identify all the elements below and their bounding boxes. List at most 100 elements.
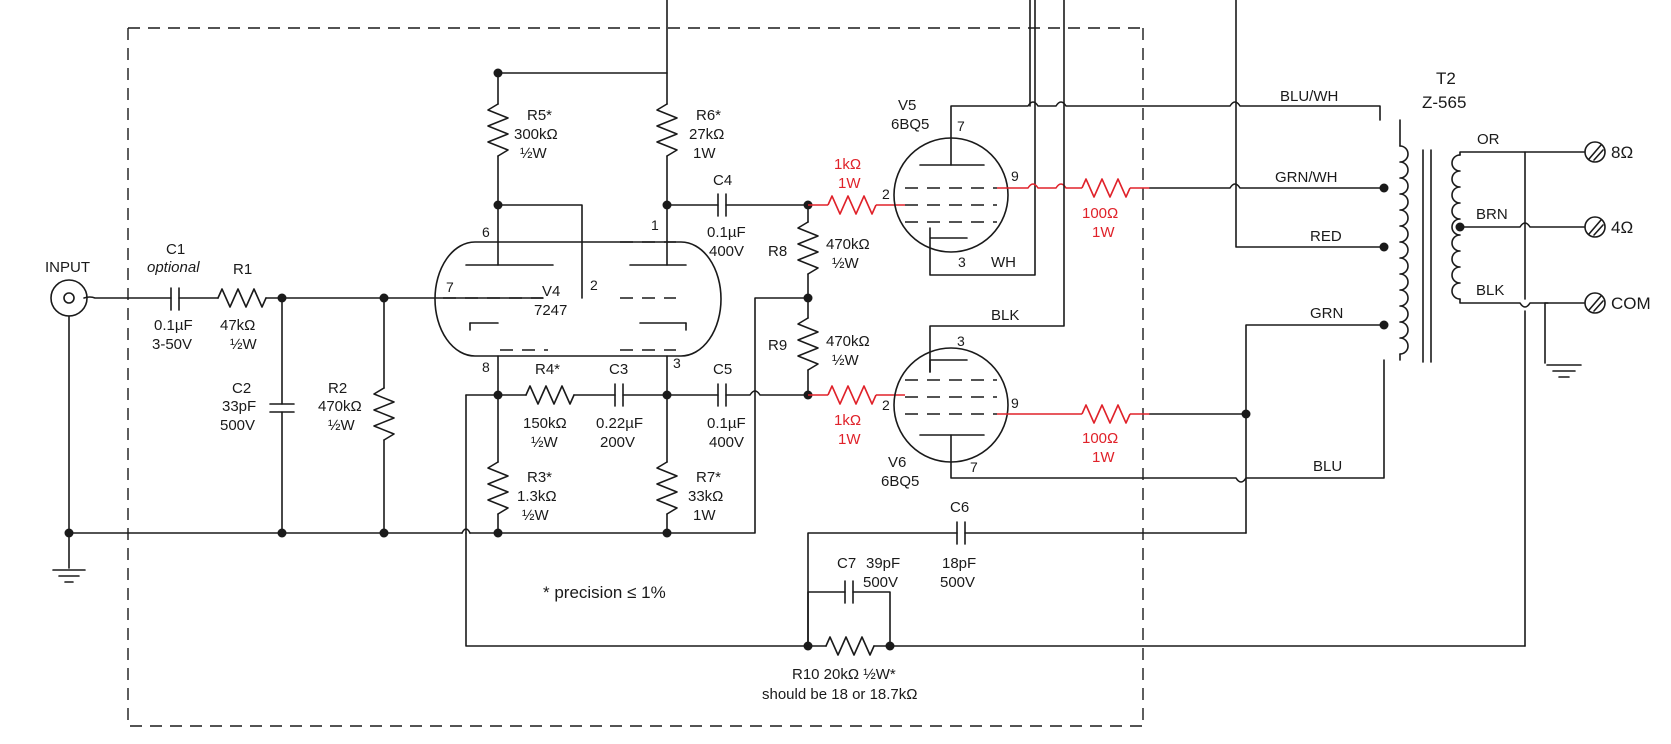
label-screen-res-top: 100Ω	[1082, 205, 1118, 222]
label-r7-value: 33kΩ	[688, 488, 723, 505]
tube-v4-envelope	[434, 241, 722, 357]
label-r1-watt: ½W	[230, 336, 258, 353]
capacitor-c6	[956, 521, 966, 545]
terminal-label-8-ohm: 8Ω	[1611, 143, 1633, 162]
label-c1-voltage: 3-50V	[152, 336, 192, 353]
label-grid-stopper-bottom-watt: 1W	[838, 431, 861, 448]
resistor-r9	[797, 317, 819, 371]
label-c7-value: 39pF	[866, 555, 900, 572]
label-v4: V4	[542, 283, 560, 300]
label-c3-voltage: 200V	[600, 434, 635, 451]
label-r6-watt: 1W	[693, 145, 716, 162]
label-v4-type: 7247	[534, 302, 567, 319]
resistor-r1	[217, 288, 267, 308]
resistor-r6	[656, 103, 678, 157]
resistor-screen-top	[1081, 178, 1131, 198]
label-screen-res-top-watt: 1W	[1092, 224, 1115, 241]
terminal-label-4-ohm: 4Ω	[1611, 218, 1633, 237]
label-r2: R2	[328, 380, 347, 397]
label-c5-value: 0.1µF	[707, 415, 746, 432]
label-r2-watt: ½W	[328, 417, 356, 434]
label-r7-watt: 1W	[693, 507, 716, 524]
label-v6-type: 6BQ5	[881, 473, 919, 490]
label-r5-value: 300kΩ	[514, 126, 558, 143]
label-c7-voltage: 500V	[863, 574, 898, 591]
wire-label-or: OR	[1477, 131, 1500, 148]
label-r3-value: 1.3kΩ	[517, 488, 557, 505]
label-grid-stopper-top: 1kΩ	[834, 156, 861, 173]
pin-v4-7: 7	[446, 279, 454, 295]
precision-note: * precision ≤ 1%	[543, 583, 666, 602]
resistor-r7	[656, 461, 678, 515]
label-r9: R9	[768, 337, 787, 354]
pin-v4-8: 8	[482, 359, 490, 375]
label-grid-stopper-bottom: 1kΩ	[834, 412, 861, 429]
pin-v4-2: 2	[590, 277, 598, 293]
label-r4-watt: ½W	[531, 434, 559, 451]
capacitor-c5	[717, 383, 727, 407]
label-c2: C2	[232, 380, 251, 397]
t2-primary-winding	[1399, 145, 1409, 355]
pin-v6-3: 3	[957, 333, 965, 349]
wire-label-wh: WH	[991, 254, 1016, 271]
label-c3-value: 0.22µF	[596, 415, 643, 432]
resistor-r2	[373, 387, 395, 441]
label-c1: C1	[166, 241, 185, 258]
pin-v5-2: 2	[882, 186, 890, 202]
input-jack	[50, 279, 88, 317]
label-t2: T2	[1436, 69, 1456, 88]
capacitor-c3	[614, 383, 624, 407]
resistor-grid-stopper-top	[827, 195, 877, 215]
pin-v5-3: 3	[958, 254, 966, 270]
resistor-r8	[797, 221, 819, 275]
pin-v4-1: 1	[651, 217, 659, 233]
label-r1-value: 47kΩ	[220, 317, 255, 334]
pin-v6-2: 2	[882, 397, 890, 413]
board-outline	[127, 27, 1144, 727]
resistor-r4	[525, 385, 575, 405]
label-r3: R3*	[527, 469, 552, 486]
label-screen-res-bottom: 100Ω	[1082, 430, 1118, 447]
label-c6: C6	[950, 499, 969, 516]
wire-label-brn: BRN	[1476, 206, 1508, 223]
pin-v6-9: 9	[1011, 395, 1019, 411]
terminal-com	[1584, 292, 1606, 314]
capacitor-c1	[170, 287, 180, 311]
label-v5-type: 6BQ5	[891, 116, 929, 133]
capacitor-c2	[269, 403, 295, 413]
label-r7: R7*	[696, 469, 721, 486]
terminal-4-ohm	[1584, 216, 1606, 238]
label-v5: V5	[898, 97, 916, 114]
label-r8-value: 470kΩ	[826, 236, 870, 253]
label-r3-watt: ½W	[522, 507, 550, 524]
ground-symbol-right	[1544, 302, 1582, 378]
label-c1-value: 0.1µF	[154, 317, 193, 334]
resistor-r3	[487, 461, 509, 515]
label-t2-model: Z-565	[1422, 93, 1466, 112]
label-c1-optional: optional	[147, 259, 200, 276]
terminal-8-ohm	[1584, 141, 1606, 163]
label-r9-watt: ½W	[832, 352, 860, 369]
resistor-r5	[487, 103, 509, 157]
wire-label-blu: BLU	[1313, 458, 1342, 475]
label-r1: R1	[233, 261, 252, 278]
label-v6: V6	[888, 454, 906, 471]
label-r6: R6*	[696, 107, 721, 124]
label-c4-voltage: 400V	[709, 243, 744, 260]
ground-symbol-left	[52, 532, 86, 583]
terminal-label-com: COM	[1611, 294, 1651, 313]
label-r10: R10 20kΩ ½W*	[792, 666, 896, 683]
label-r2-value: 470kΩ	[318, 398, 362, 415]
label-input: INPUT	[45, 259, 90, 276]
wire-label-blk: BLK	[991, 307, 1019, 324]
label-r6-value: 27kΩ	[689, 126, 724, 143]
wire-label-grn: GRN	[1310, 305, 1343, 322]
label-c3: C3	[609, 361, 628, 378]
label-c6-value: 18pF	[942, 555, 976, 572]
label-r5-watt: ½W	[520, 145, 548, 162]
label-c5-voltage: 400V	[709, 434, 744, 451]
pin-v5-9: 9	[1011, 168, 1019, 184]
label-c2-voltage: 500V	[220, 417, 255, 434]
label-c7: C7	[837, 555, 856, 572]
